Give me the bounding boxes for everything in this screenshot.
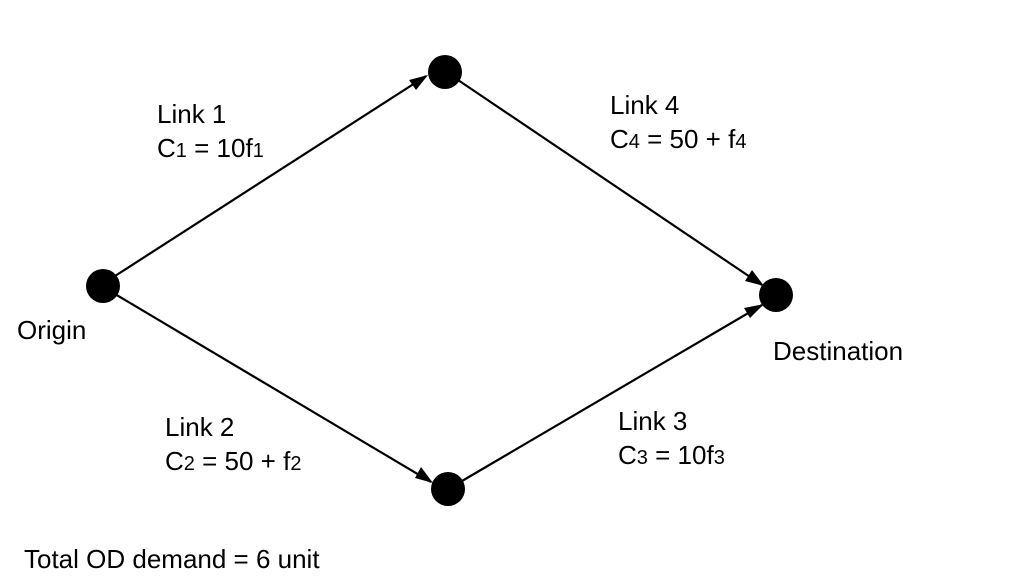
arrowhead-link-2 xyxy=(415,467,433,483)
edge-link-2 xyxy=(114,293,432,483)
edge-link-1 xyxy=(114,75,427,277)
link-3-name: Link 3 xyxy=(618,406,688,436)
link-1-cost: C1 = 10f1 xyxy=(157,133,264,163)
edge-link-4 xyxy=(457,79,763,286)
link-2-label: Link 2 C2 = 50 + f2 xyxy=(165,410,301,481)
destination-label: Destination xyxy=(773,336,904,366)
link-4-cost: C4 = 50 + f4 xyxy=(610,124,747,154)
link-1-label: Link 1 C1 = 10f1 xyxy=(157,97,264,168)
origin-node xyxy=(86,269,120,303)
edge-link-3 xyxy=(461,304,763,482)
link-1-name: Link 1 xyxy=(157,99,227,129)
link-4-label: Link 4 C4 = 50 + f4 xyxy=(610,88,746,159)
link-2-cost: C2 = 50 + f2 xyxy=(165,446,302,476)
bottom-node xyxy=(431,472,465,506)
link-2-name: Link 2 xyxy=(165,412,235,442)
top-node xyxy=(428,55,462,89)
arrowhead-link-1 xyxy=(409,75,428,90)
destination-node xyxy=(759,278,793,312)
total-od-demand-note: Total OD demand = 6 unit xyxy=(24,544,320,574)
link-4-name: Link 4 xyxy=(610,90,680,120)
arrowhead-link-3 xyxy=(744,304,764,318)
arrowhead-link-4 xyxy=(745,270,764,286)
origin-label: Origin xyxy=(17,315,87,345)
link-3-cost: C3 = 10f3 xyxy=(618,440,725,470)
link-3-label: Link 3 C3 = 10f3 xyxy=(618,404,725,475)
